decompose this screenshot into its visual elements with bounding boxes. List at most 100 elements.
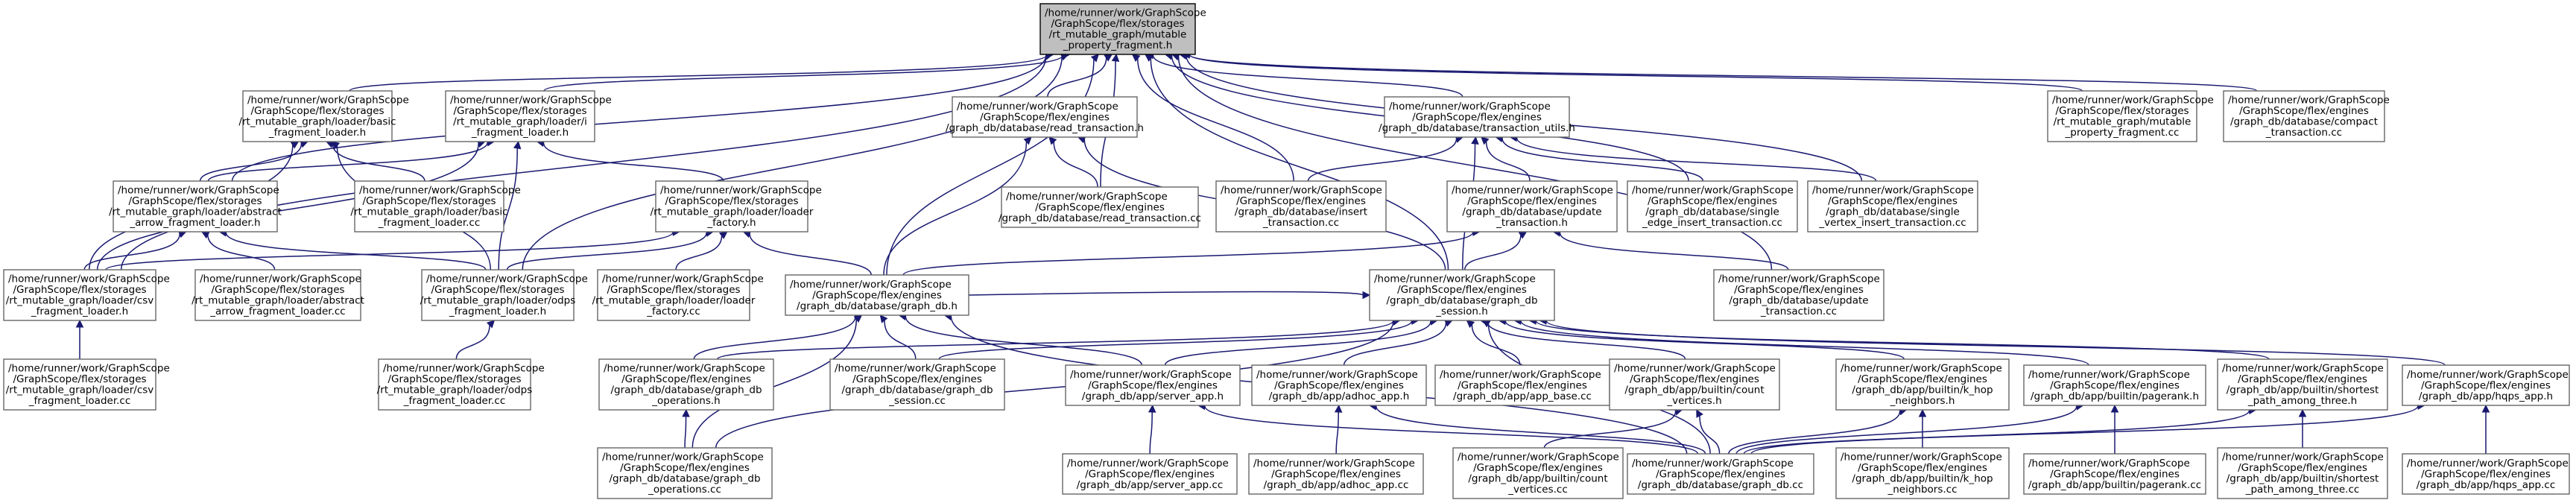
node-label-line: /graph_db/database/graph_db bbox=[1386, 295, 1537, 307]
edge-line bbox=[1516, 137, 1877, 182]
dependency-edge bbox=[675, 231, 728, 271]
file-node[interactable]: /home/runner/work/GraphScope/GraphScope/… bbox=[999, 186, 1201, 228]
root-file-node: /home/runner/work/GraphScope/GraphScope/… bbox=[1039, 3, 1206, 55]
node-label-line: /GraphScope/flex/engines bbox=[1467, 195, 1597, 207]
file-node[interactable]: /home/runner/work/GraphScope/GraphScope/… bbox=[192, 269, 364, 321]
node-label-line: /graph_db/database/update bbox=[1729, 295, 1868, 307]
node-label-line: /home/runner/work/GraphScope bbox=[1006, 191, 1168, 203]
file-node[interactable]: /home/runner/work/GraphScope/GraphScope/… bbox=[1369, 269, 1555, 321]
file-node[interactable]: /home/runner/work/GraphScope/GraphScope/… bbox=[2402, 364, 2570, 406]
node-box bbox=[1452, 447, 1624, 499]
node-label-line: /GraphScope/flex/engines bbox=[1630, 373, 1759, 385]
file-node[interactable]: /home/runner/work/GraphScope/GraphScope/… bbox=[2023, 364, 2206, 406]
file-node[interactable]: /home/runner/work/GraphScope/GraphScope/… bbox=[1627, 453, 1814, 495]
node-label-line: /graph_db/app/builtin/shortest bbox=[2227, 473, 2379, 485]
file-node[interactable]: /home/runner/work/GraphScope/GraphScope/… bbox=[1609, 358, 1780, 411]
file-node[interactable]: /home/runner/work/GraphScope/GraphScope/… bbox=[2047, 90, 2214, 142]
file-node[interactable]: /home/runner/work/GraphScope/GraphScope/… bbox=[420, 269, 588, 321]
node-label-line: _session.h bbox=[1435, 306, 1488, 317]
edge-line bbox=[716, 320, 1394, 360]
file-node[interactable]: /home/runner/work/GraphScope/GraphScope/… bbox=[3, 358, 170, 411]
file-node[interactable]: /home/runner/work/GraphScope/GraphScope/… bbox=[1835, 447, 2010, 499]
node-label-line: /home/runner/work/GraphScope bbox=[1812, 185, 1974, 197]
dependency-edge bbox=[1498, 317, 1905, 360]
file-node[interactable]: /home/runner/work/GraphScope/GraphScope/… bbox=[1379, 96, 1575, 138]
edge-line bbox=[332, 144, 425, 182]
node-label-line: /home/runner/work/GraphScope bbox=[8, 273, 170, 285]
node-label-line: /GraphScope/flex/storages bbox=[431, 284, 564, 296]
file-node[interactable]: /home/runner/work/GraphScope/GraphScope/… bbox=[829, 358, 1005, 411]
file-node[interactable]: /home/runner/work/GraphScope/GraphScope/… bbox=[1062, 453, 1238, 495]
node-label-line: /rt_mutable_graph/loader/odps bbox=[420, 295, 576, 307]
node-label-line: /GraphScope/flex/engines bbox=[1734, 284, 1864, 296]
edge-line bbox=[1307, 139, 1458, 182]
node-label-line: /home/runner/work/GraphScope bbox=[602, 273, 764, 285]
node-label-line: /rt_mutable_graph/loader/csv bbox=[6, 295, 154, 307]
edge-line bbox=[675, 235, 723, 271]
file-node[interactable]: /home/runner/work/GraphScope/GraphScope/… bbox=[1446, 180, 1618, 232]
file-node[interactable]: /home/runner/work/GraphScope/GraphScope/… bbox=[1215, 180, 1387, 232]
file-node[interactable]: /home/runner/work/GraphScope/GraphScope/… bbox=[2217, 358, 2388, 411]
file-node[interactable]: /home/runner/work/GraphScope/GraphScope/… bbox=[1627, 180, 1798, 232]
node-label-line: /home/runner/work/GraphScope bbox=[604, 363, 765, 375]
file-node[interactable]: /home/runner/work/GraphScope/GraphScope/… bbox=[597, 447, 773, 499]
file-node[interactable]: /home/runner/work/GraphScope/GraphScope/… bbox=[1248, 453, 1424, 495]
file-node[interactable]: /home/runner/work/GraphScope/GraphScope/… bbox=[3, 269, 170, 321]
file-node[interactable]: /home/runner/work/GraphScope/GraphScope/… bbox=[1251, 364, 1427, 406]
file-node[interactable]: /home/runner/work/GraphScope/GraphScope/… bbox=[2023, 453, 2206, 495]
file-node[interactable]: /home/runner/work/GraphScope/GraphScope/… bbox=[598, 358, 774, 411]
node-label-line: /home/runner/work/GraphScope bbox=[1632, 458, 1794, 469]
edge-arrowhead bbox=[1104, 54, 1113, 62]
dependency-edge bbox=[1918, 408, 1927, 448]
file-node[interactable]: /home/runner/work/GraphScope/GraphScope/… bbox=[1434, 364, 1610, 406]
file-node[interactable]: /home/runner/work/GraphScope/GraphScope/… bbox=[785, 274, 969, 316]
file-node[interactable]: /home/runner/work/GraphScope/GraphScope/… bbox=[2217, 447, 2388, 499]
dependency-edge bbox=[1466, 320, 1521, 366]
node-label-line: /rt_mutable_graph/loader/basic bbox=[350, 206, 507, 218]
edge-line bbox=[1150, 58, 1449, 271]
file-node[interactable]: /home/runner/work/GraphScope/GraphScope/… bbox=[1452, 447, 1624, 499]
edge-arrowhead bbox=[1048, 136, 1057, 145]
node-box bbox=[1807, 180, 1978, 232]
edge-line bbox=[884, 320, 917, 360]
node-label-line: _factory.h bbox=[706, 217, 756, 229]
node-label-line: _fragment_loader.cc bbox=[378, 217, 481, 229]
file-node[interactable]: /home/runner/work/GraphScope/GraphScope/… bbox=[592, 269, 764, 321]
file-nodes: /home/runner/work/GraphScope/GraphScope/… bbox=[3, 3, 2570, 499]
dependency-edge bbox=[1182, 51, 2083, 92]
node-box bbox=[1627, 180, 1798, 232]
edge-line bbox=[883, 142, 1028, 276]
file-node[interactable]: /home/runner/work/GraphScope/GraphScope/… bbox=[1835, 358, 2010, 411]
file-node[interactable]: /home/runner/work/GraphScope/GraphScope/… bbox=[946, 96, 1144, 138]
node-label-line: /home/runner/work/GraphScope bbox=[2407, 369, 2569, 381]
node-label-line: /graph_db/app/adhoc_app.cc bbox=[1264, 479, 1409, 491]
node-box bbox=[1627, 453, 1814, 495]
dependency-edge bbox=[2110, 404, 2119, 454]
node-label-line: /home/runner/work/GraphScope bbox=[1632, 185, 1794, 197]
file-node[interactable]: /home/runner/work/GraphScope/GraphScope/… bbox=[238, 90, 409, 142]
node-label-line: _fragment_loader.h bbox=[471, 127, 569, 139]
node-label-line: /home/runner/work/GraphScope bbox=[118, 185, 279, 197]
edge-line bbox=[1485, 142, 1531, 182]
node-label-line: /GraphScope/flex/storages bbox=[128, 195, 262, 207]
node-label-line: _fragment_loader.h bbox=[31, 306, 128, 317]
file-node[interactable]: /home/runner/work/GraphScope/GraphScope/… bbox=[651, 180, 822, 232]
node-label-line: _neighbors.h bbox=[1890, 395, 1955, 407]
node-label-line: /graph_db/app/builtin/count bbox=[1624, 385, 1764, 396]
dependency-edge bbox=[968, 291, 1371, 300]
node-label-line: /home/runner/work/GraphScope bbox=[2222, 363, 2384, 375]
file-node[interactable]: /home/runner/work/GraphScope/GraphScope/… bbox=[1713, 269, 1884, 321]
file-node[interactable]: /home/runner/work/GraphScope/GraphScope/… bbox=[350, 180, 521, 232]
file-node[interactable]: /home/runner/work/GraphScope/GraphScope/… bbox=[109, 180, 282, 232]
edge-line bbox=[1501, 138, 1704, 182]
file-node[interactable]: /home/runner/work/GraphScope/GraphScope/… bbox=[1807, 180, 1978, 232]
file-node[interactable]: /home/runner/work/GraphScope/GraphScope/… bbox=[1065, 364, 1241, 406]
file-node[interactable]: /home/runner/work/GraphScope/GraphScope/… bbox=[377, 358, 545, 411]
file-node[interactable]: /home/runner/work/GraphScope/GraphScope/… bbox=[2223, 90, 2390, 142]
file-node[interactable]: /home/runner/work/GraphScope/GraphScope/… bbox=[2402, 453, 2570, 495]
node-box bbox=[952, 96, 1138, 138]
dependency-edge bbox=[218, 229, 487, 271]
file-node[interactable]: /home/runner/work/GraphScope/GraphScope/… bbox=[445, 90, 612, 142]
node-label-line: /home/runner/work/GraphScope bbox=[2228, 95, 2390, 107]
dependency-edge bbox=[543, 51, 1071, 92]
